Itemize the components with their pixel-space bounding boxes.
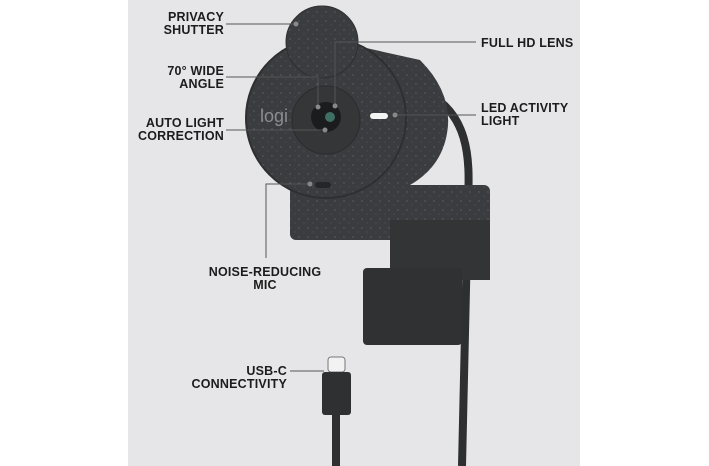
logi-logo: logi <box>260 106 288 126</box>
label-noise-reducing-mic: NOISE-REDUCING MIC <box>200 266 330 292</box>
label-privacy-shutter: PRIVACY SHUTTER <box>120 11 224 37</box>
lens-icon <box>325 112 335 122</box>
leader-lines <box>226 23 476 372</box>
label-line: MIC <box>253 278 277 292</box>
label-auto-light: AUTO LIGHT CORRECTION <box>120 117 224 143</box>
label-line: NOISE-REDUCING <box>208 265 322 279</box>
label-line: ANGLE <box>179 77 224 91</box>
label-usb-c: USB-C CONNECTIVITY <box>170 365 287 391</box>
label-wide-angle: 70° WIDE ANGLE <box>120 65 224 91</box>
label-line: AUTO LIGHT <box>145 116 224 130</box>
label-line: FULL HD LENS <box>481 36 574 50</box>
label-line: USB-C <box>246 364 287 378</box>
label-line: CONNECTIVITY <box>191 377 287 391</box>
usb-c-cable <box>332 415 340 466</box>
usb-c-tip <box>327 356 346 373</box>
label-led-activity: LED ACTIVITY LIGHT <box>481 102 568 128</box>
usb-c-body <box>322 372 351 415</box>
label-full-hd-lens: FULL HD LENS <box>481 37 573 50</box>
label-line: LIGHT <box>481 114 520 128</box>
mic-slot <box>315 182 331 188</box>
label-line: CORRECTION <box>137 129 224 143</box>
led-light <box>370 113 388 119</box>
label-line: LED ACTIVITY <box>481 101 569 115</box>
label-line: SHUTTER <box>163 23 224 37</box>
label-line: 70° WIDE <box>167 64 224 78</box>
label-line: PRIVACY <box>167 10 224 24</box>
mount-clip <box>363 268 462 345</box>
